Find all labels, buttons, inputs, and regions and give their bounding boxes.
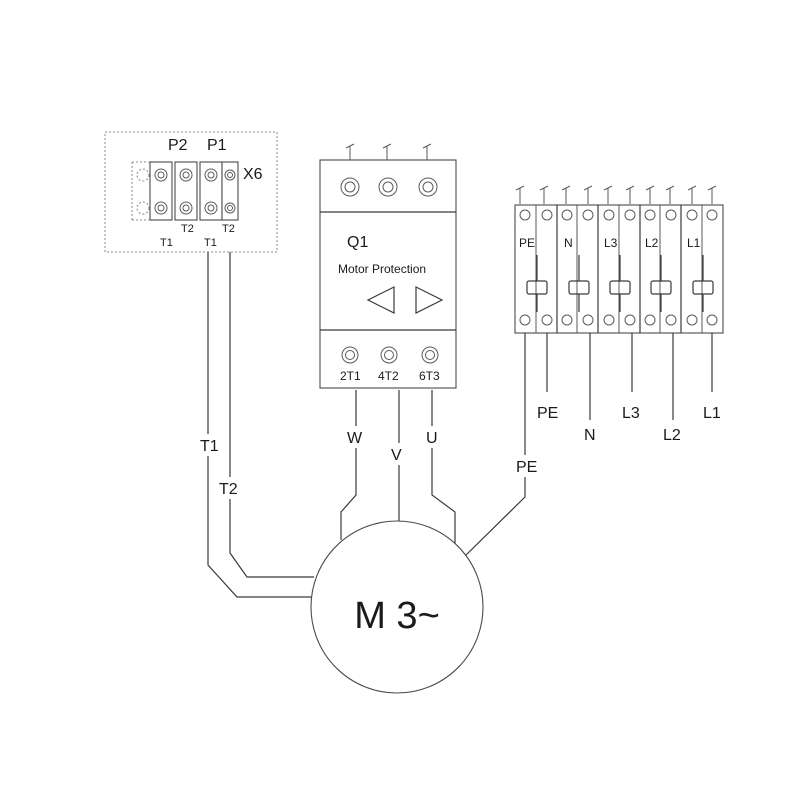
wire-label-t2: T2 — [219, 481, 238, 498]
supply-label-pe: PE — [537, 405, 558, 422]
screw-icon — [207, 204, 215, 212]
x6-terminal-block: P2 P1 X6 T2 T2 T1 T1 — [104, 131, 278, 253]
wire-label-v: V — [391, 447, 402, 464]
x6-label-t2: T2 — [181, 223, 194, 235]
screw-icon — [136, 201, 150, 215]
supply-terminal-label-n: N — [564, 236, 573, 250]
supply-label-l3: L3 — [622, 405, 640, 422]
wire-pe — [462, 333, 526, 559]
supply-terminal-label-pe: PE — [519, 236, 535, 250]
q1-terminal-2t1: 2T1 — [340, 369, 361, 383]
screw-icon — [204, 201, 218, 215]
supply-terminal-label-l3: L3 — [604, 236, 618, 250]
q1-terminal-6t3: 6T3 — [419, 369, 440, 383]
wire-label-u: U — [426, 430, 438, 447]
supply-arrow-icon — [422, 143, 432, 160]
q1-name: Motor Protection — [338, 262, 426, 276]
screw-icon — [204, 168, 218, 182]
screw-icon — [182, 204, 190, 212]
screw-icon — [422, 181, 434, 193]
x6-terminal — [221, 161, 239, 221]
supply-label-l1: L1 — [703, 405, 721, 422]
screw-icon — [382, 181, 394, 193]
supply-terminal-label-l2: L2 — [645, 236, 659, 250]
wire-w — [340, 390, 357, 540]
supply-terminal-label-l1: L1 — [687, 236, 701, 250]
screw-icon — [344, 181, 356, 193]
x6-end-cap — [131, 161, 150, 221]
wire-t1 — [207, 252, 314, 598]
screw-icon — [227, 205, 233, 211]
x6-label-t1: T1 — [160, 237, 173, 249]
screw-icon — [154, 168, 168, 182]
wire-label-w: W — [347, 430, 363, 447]
screw-icon — [157, 204, 165, 212]
x6-label-p2: P2 — [168, 137, 188, 154]
wire-label-pe: PE — [516, 459, 537, 476]
screw-icon — [384, 350, 394, 360]
screw-icon — [418, 177, 438, 197]
screw-icon — [341, 346, 359, 364]
screw-icon — [207, 171, 215, 179]
screw-icon — [380, 346, 398, 364]
supply-label-l2: L2 — [663, 427, 681, 444]
screw-icon — [224, 202, 236, 214]
motor-protection-switch: Q1 Motor Protection 2T1 4T2 6T3 — [319, 143, 457, 389]
x6-enclosure — [104, 131, 278, 253]
screw-icon — [157, 171, 165, 179]
q1-terminal-4t2: 4T2 — [378, 369, 399, 383]
motor-label: M 3~ — [354, 595, 440, 637]
screw-icon — [425, 350, 435, 360]
screw-icon — [345, 350, 355, 360]
arrow-right-icon — [415, 286, 444, 314]
x6-label-t2: T2 — [222, 223, 235, 235]
screw-icon — [224, 169, 236, 181]
q1-housing — [319, 159, 457, 389]
supply-arrow-icon — [345, 143, 355, 160]
screw-icon — [179, 201, 193, 215]
supply-arrow-icon — [382, 143, 392, 160]
supply-terminal-block: PE N L3 L2 L1 — [514, 185, 724, 334]
x6-label-t1: T1 — [204, 237, 217, 249]
x6-label-p1: P1 — [207, 137, 227, 154]
supply-label-n: N — [584, 427, 596, 444]
x6-title: X6 — [243, 166, 263, 183]
arrow-left-icon — [366, 286, 395, 314]
wire-t2 — [229, 252, 314, 578]
screw-icon — [179, 168, 193, 182]
motor-circle — [310, 520, 484, 694]
wire-u — [431, 390, 456, 548]
screw-icon — [378, 177, 398, 197]
screw-icon — [421, 346, 439, 364]
screw-icon — [154, 201, 168, 215]
q1-id: Q1 — [347, 234, 368, 251]
motor: M 3~ — [310, 520, 484, 694]
screw-icon — [136, 168, 150, 182]
wire-label-t1: T1 — [200, 438, 219, 455]
screw-icon — [182, 171, 190, 179]
screw-icon — [227, 172, 233, 178]
screw-icon — [340, 177, 360, 197]
